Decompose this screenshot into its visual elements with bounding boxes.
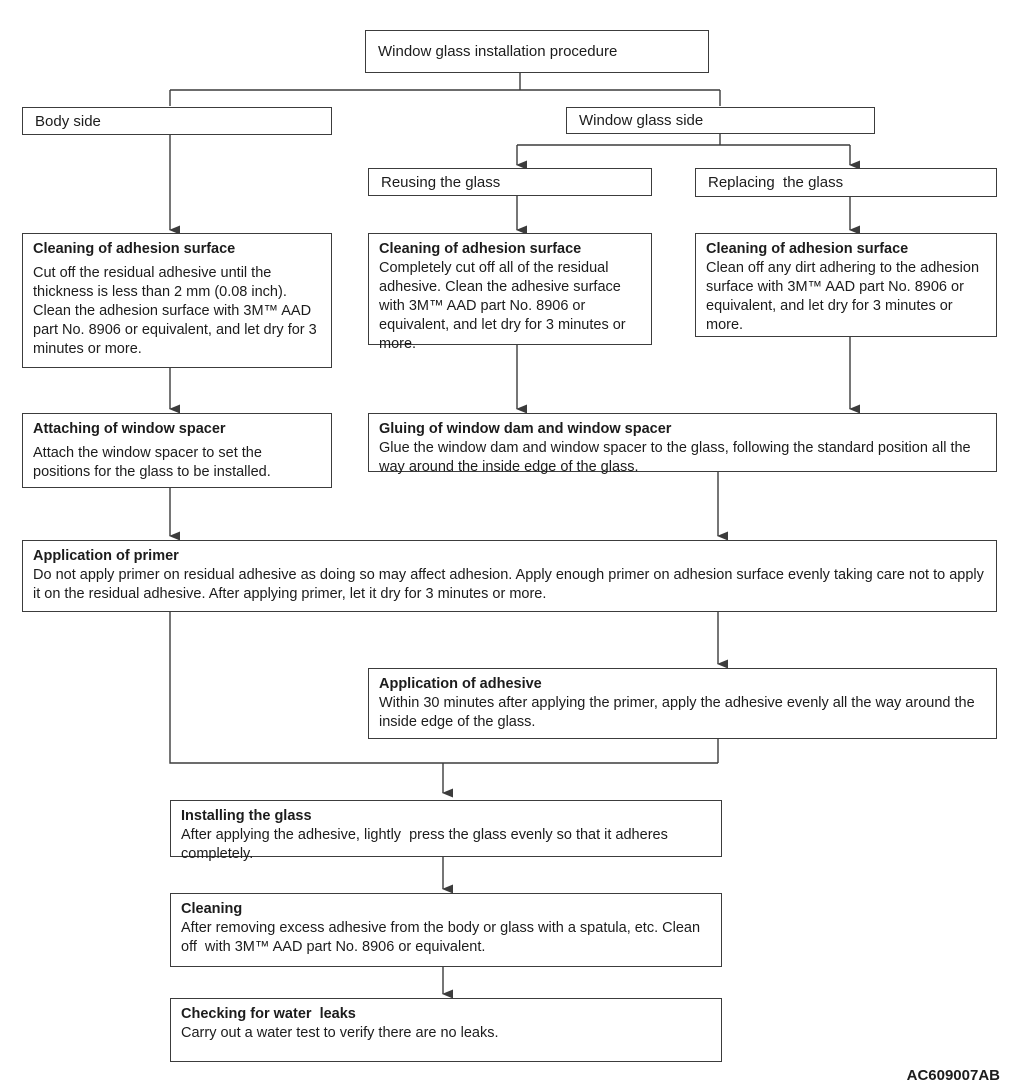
- node-body: Attach the window spacer to set the posi…: [33, 445, 271, 480]
- node-replacing-label: Replacing the glass: [708, 174, 844, 191]
- node-body: After applying the adhesive, lightly pre…: [181, 827, 672, 862]
- node-body: Carry out a water test to verify there a…: [181, 1025, 499, 1041]
- node-title: Cleaning of adhesion surface: [379, 241, 582, 257]
- node-glass-side: Window glass side: [566, 107, 875, 134]
- figure-reference-code: AC609007AB: [906, 1067, 1000, 1084]
- node-primer: Application of primer Do not apply prime…: [22, 540, 997, 612]
- node-cleaning-reuse: Cleaning of adhesion surface Completely …: [368, 233, 652, 352]
- node-replacing: Replacing the glass: [695, 168, 997, 197]
- node-title: Cleaning of adhesion surface: [33, 241, 236, 257]
- node-root-label: Window glass installation procedure: [378, 43, 618, 60]
- node-reusing: Reusing the glass: [368, 168, 652, 196]
- node-body: Within 30 minutes after applying the pri…: [379, 695, 979, 730]
- node-title: Checking for water leaks: [181, 1006, 356, 1022]
- node-title: Gluing of window dam and window spacer: [379, 421, 672, 437]
- node-body: Glue the window dam and window spacer to…: [379, 440, 975, 475]
- node-reusing-label: Reusing the glass: [381, 173, 501, 191]
- node-root: Window glass installation procedure: [365, 30, 709, 73]
- node-title: Attaching of window spacer: [33, 421, 226, 437]
- node-body: Completely cut off all of the residual a…: [379, 260, 630, 352]
- node-attaching-spacer: Attaching of window spacer Attach the wi…: [22, 413, 332, 488]
- node-title: Application of primer: [33, 548, 179, 564]
- node-body-side: Body side: [22, 107, 332, 135]
- node-gluing: Gluing of window dam and window spacer G…: [368, 413, 997, 475]
- node-body: Cut off the residual adhesive until the …: [33, 265, 321, 357]
- node-body: Clean off any dirt adhering to the adhes…: [706, 260, 984, 333]
- node-adhesive: Application of adhesive Within 30 minute…: [368, 668, 997, 739]
- node-cleaning-body-side: Cleaning of adhesion surface Cut off the…: [22, 233, 332, 368]
- connector-primer-bypass: [169, 612, 718, 764]
- node-installing: Installing the glass After applying the …: [170, 800, 722, 862]
- node-cleaning-replace: Cleaning of adhesion surface Clean off a…: [695, 233, 997, 337]
- node-title: Cleaning: [181, 901, 243, 917]
- node-title: Cleaning of adhesion surface: [706, 241, 909, 257]
- node-body: After removing excess adhesive from the …: [181, 920, 705, 955]
- node-water-leaks: Checking for water leaks Carry out a wat…: [170, 998, 722, 1062]
- node-title: Application of adhesive: [379, 676, 542, 692]
- node-cleaning-final: Cleaning After removing excess adhesive …: [170, 893, 722, 967]
- node-body-side-label: Body side: [35, 112, 101, 130]
- node-body: Do not apply primer on residual adhesive…: [33, 567, 988, 602]
- node-glass-side-label: Window glass side: [579, 112, 704, 129]
- node-title: Installing the glass: [181, 808, 312, 824]
